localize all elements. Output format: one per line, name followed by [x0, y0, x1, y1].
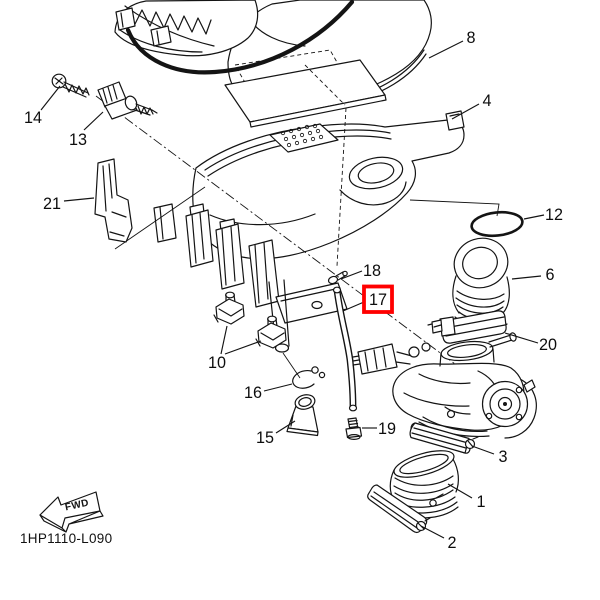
leader-lines — [40, 40, 545, 539]
plunger-part-13 — [97, 81, 158, 120]
fwd-arrow-label: FWD — [64, 498, 90, 514]
bracket-part-21 — [94, 158, 133, 243]
part-label-15[interactable]: 15 — [256, 429, 274, 447]
fwd-arrow-icon: FWD — [39, 491, 104, 533]
part-label-14[interactable]: 14 — [24, 109, 42, 127]
part-label-19[interactable]: 19 — [378, 420, 396, 438]
part-label-13[interactable]: 13 — [69, 131, 87, 149]
cover-seal-cable — [125, 0, 355, 75]
highlight-box — [362, 284, 394, 314]
drawing-code: 1HP1110-L090 — [20, 531, 112, 546]
part-label-16[interactable]: 16 — [244, 384, 262, 402]
clip-part-18 — [327, 270, 348, 285]
highlighted-part-17: 17 — [362, 284, 394, 314]
part-labels: 14 13 21 8 4 12 6 20 18 10 16 15 19 3 1 … — [24, 29, 563, 552]
boot-part-15 — [286, 394, 319, 437]
hose-clamp-part-20 — [427, 310, 507, 344]
bolt-part-19 — [345, 417, 363, 441]
air-filter-element — [224, 49, 387, 128]
part-label-1[interactable]: 1 — [476, 493, 485, 511]
part-label-18[interactable]: 18 — [363, 262, 381, 280]
air-box-case — [192, 110, 465, 260]
part-label-12[interactable]: 12 — [545, 206, 563, 224]
hose-clamp-part-3 — [409, 422, 479, 454]
screw-part-14 — [51, 73, 90, 98]
hose-part-17 — [332, 286, 358, 412]
air-cleaner-cover — [114, 0, 259, 57]
rubber-mounts-part-10 — [213, 291, 287, 349]
part-label-20[interactable]: 20 — [539, 336, 557, 354]
case-brackets — [153, 203, 348, 379]
part-label-4[interactable]: 4 — [482, 92, 491, 110]
hose-clamp-part-2 — [367, 484, 431, 534]
part-label-21[interactable]: 21 — [43, 195, 61, 213]
o-ring-part-12 — [470, 210, 524, 238]
part-label-6[interactable]: 6 — [545, 266, 554, 284]
throttle-body — [352, 332, 537, 439]
vent-holes — [280, 123, 324, 148]
part-label-2[interactable]: 2 — [447, 534, 456, 552]
part-label-3[interactable]: 3 — [498, 448, 507, 466]
clip-part-16 — [292, 366, 326, 389]
part-label-8[interactable]: 8 — [466, 29, 475, 47]
part-label-17[interactable]: 17 — [369, 291, 387, 309]
part-label-10[interactable]: 10 — [208, 354, 226, 372]
